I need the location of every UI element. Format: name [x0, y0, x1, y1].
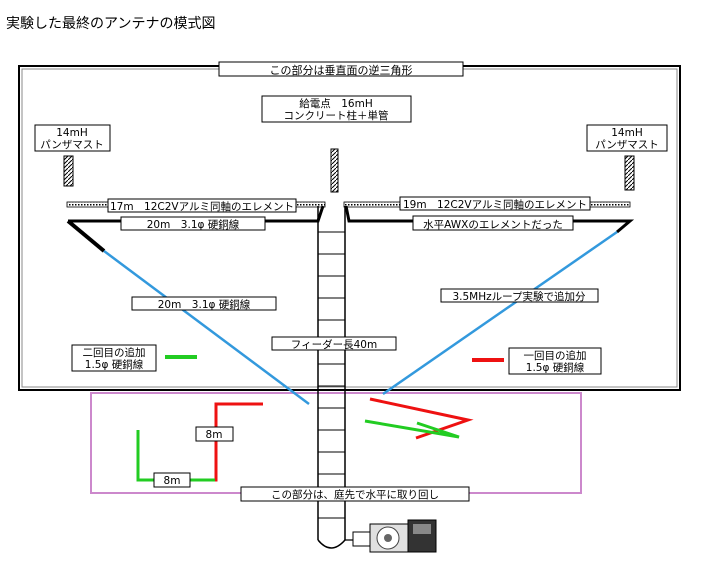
svg-text:一回目の追加: 一回目の追加	[524, 349, 587, 362]
page-title: 実験した最終のアンテナの模式図	[6, 16, 216, 32]
label-horizontal-part: この部分は、庭先で水平に取り回し	[240, 486, 470, 502]
svg-text:パンザマスト: パンザマスト	[595, 139, 659, 151]
label-element-right-coax: 19m 12C2Vアルミ同軸のエレメント	[399, 196, 591, 211]
svg-text:コンクリート柱＋単管: コンクリート柱＋単管	[284, 109, 389, 122]
svg-text:8m: 8m	[206, 429, 223, 441]
svg-text:3.5MHzループ実験で追加分: 3.5MHzループ実験で追加分	[452, 290, 586, 303]
label-diag-left: 20m 3.1φ 硬銅線	[131, 296, 277, 311]
svg-text:この部分は垂直面の逆三角形: この部分は垂直面の逆三角形	[270, 63, 413, 77]
svg-text:パンザマスト: パンザマスト	[40, 139, 104, 151]
svg-text:フィーダー長40m: フィーダー長40m	[291, 338, 377, 351]
red-wire-horizontal	[369, 397, 474, 440]
svg-text:19m 12C2Vアルミ同軸のエレメント: 19m 12C2Vアルミ同軸のエレメント	[403, 198, 587, 211]
label-vertical-plane: この部分は垂直面の逆三角形	[218, 61, 464, 77]
svg-text:この部分は、庭先で水平に取り回し: この部分は、庭先で水平に取り回し	[271, 488, 439, 501]
svg-text:1.5φ 硬銅線: 1.5φ 硬銅線	[85, 358, 144, 371]
label-mast-right: 14mH パンザマスト	[586, 124, 668, 152]
label-feed-point: 給電点 16mH コンクリート柱＋単管	[261, 95, 412, 123]
diag-wire-left	[103, 249, 310, 406]
wire-left	[66, 219, 106, 253]
svg-text:17m 12C2Vアルミ同軸のエレメント: 17m 12C2Vアルミ同軸のエレメント	[110, 200, 294, 213]
tuner-device-icon	[345, 519, 437, 553]
svg-text:14mH: 14mH	[611, 127, 643, 139]
label-element-left-wire: 20m 3.1φ 硬銅線	[120, 216, 266, 231]
label-element-left-coax: 17m 12C2Vアルミ同軸のエレメント	[107, 198, 297, 213]
label-first-addition: 一回目の追加 1.5φ 硬銅線	[508, 347, 602, 375]
label-diag-right: 3.5MHzループ実験で追加分	[440, 288, 599, 303]
green-wire-horizontal	[364, 419, 460, 439]
svg-text:水平AWXのエレメントだった: 水平AWXのエレメントだった	[423, 219, 563, 231]
label-element-right-awx: 水平AWXのエレメントだった	[412, 215, 574, 231]
mast-left	[63, 155, 74, 187]
svg-text:20m 3.1φ 硬銅線: 20m 3.1φ 硬銅線	[158, 298, 251, 311]
label-red-length: 8m	[195, 426, 234, 442]
svg-text:1.5φ 硬銅線: 1.5φ 硬銅線	[526, 361, 585, 374]
diag-wire-right	[382, 230, 618, 396]
label-second-addition: 二回目の追加 1.5φ 硬銅線	[71, 344, 157, 372]
svg-text:二回目の追加: 二回目の追加	[83, 346, 146, 359]
feeder-ladder	[317, 206, 346, 549]
label-mast-left: 14mH パンザマスト	[34, 124, 111, 152]
label-feeder: フィーダー長40m	[271, 336, 397, 351]
svg-text:14mH: 14mH	[56, 127, 88, 139]
mast-right	[624, 155, 635, 191]
label-green-length: 8m	[153, 472, 191, 488]
feed-pole	[330, 148, 339, 193]
red-wire-zigzag	[198, 402, 263, 482]
svg-text:給電点 16mH: 給電点 16mH	[299, 97, 373, 110]
svg-text:20m 3.1φ 硬銅線: 20m 3.1φ 硬銅線	[147, 218, 240, 231]
svg-text:8m: 8m	[164, 475, 181, 487]
